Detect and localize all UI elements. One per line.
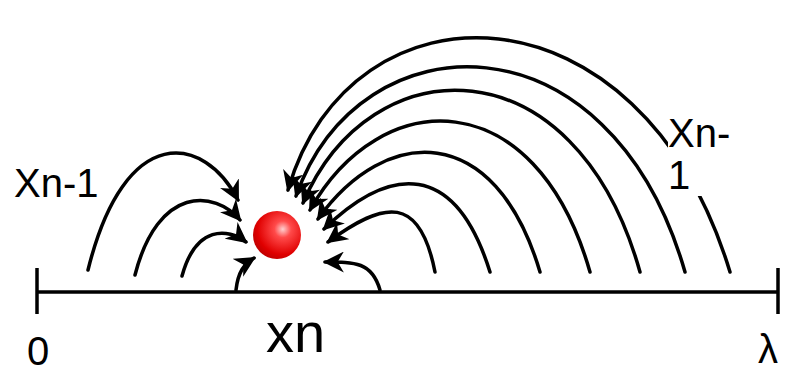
region-label: Xn-1 (14, 162, 99, 204)
region-label: Xn-1 (668, 112, 736, 196)
axis-label: λ (758, 328, 778, 370)
axis-label: 0 (27, 330, 49, 372)
field-lines (88, 38, 730, 290)
position-label: xn (266, 304, 325, 363)
axis (37, 268, 778, 314)
charge-ball (253, 211, 301, 259)
